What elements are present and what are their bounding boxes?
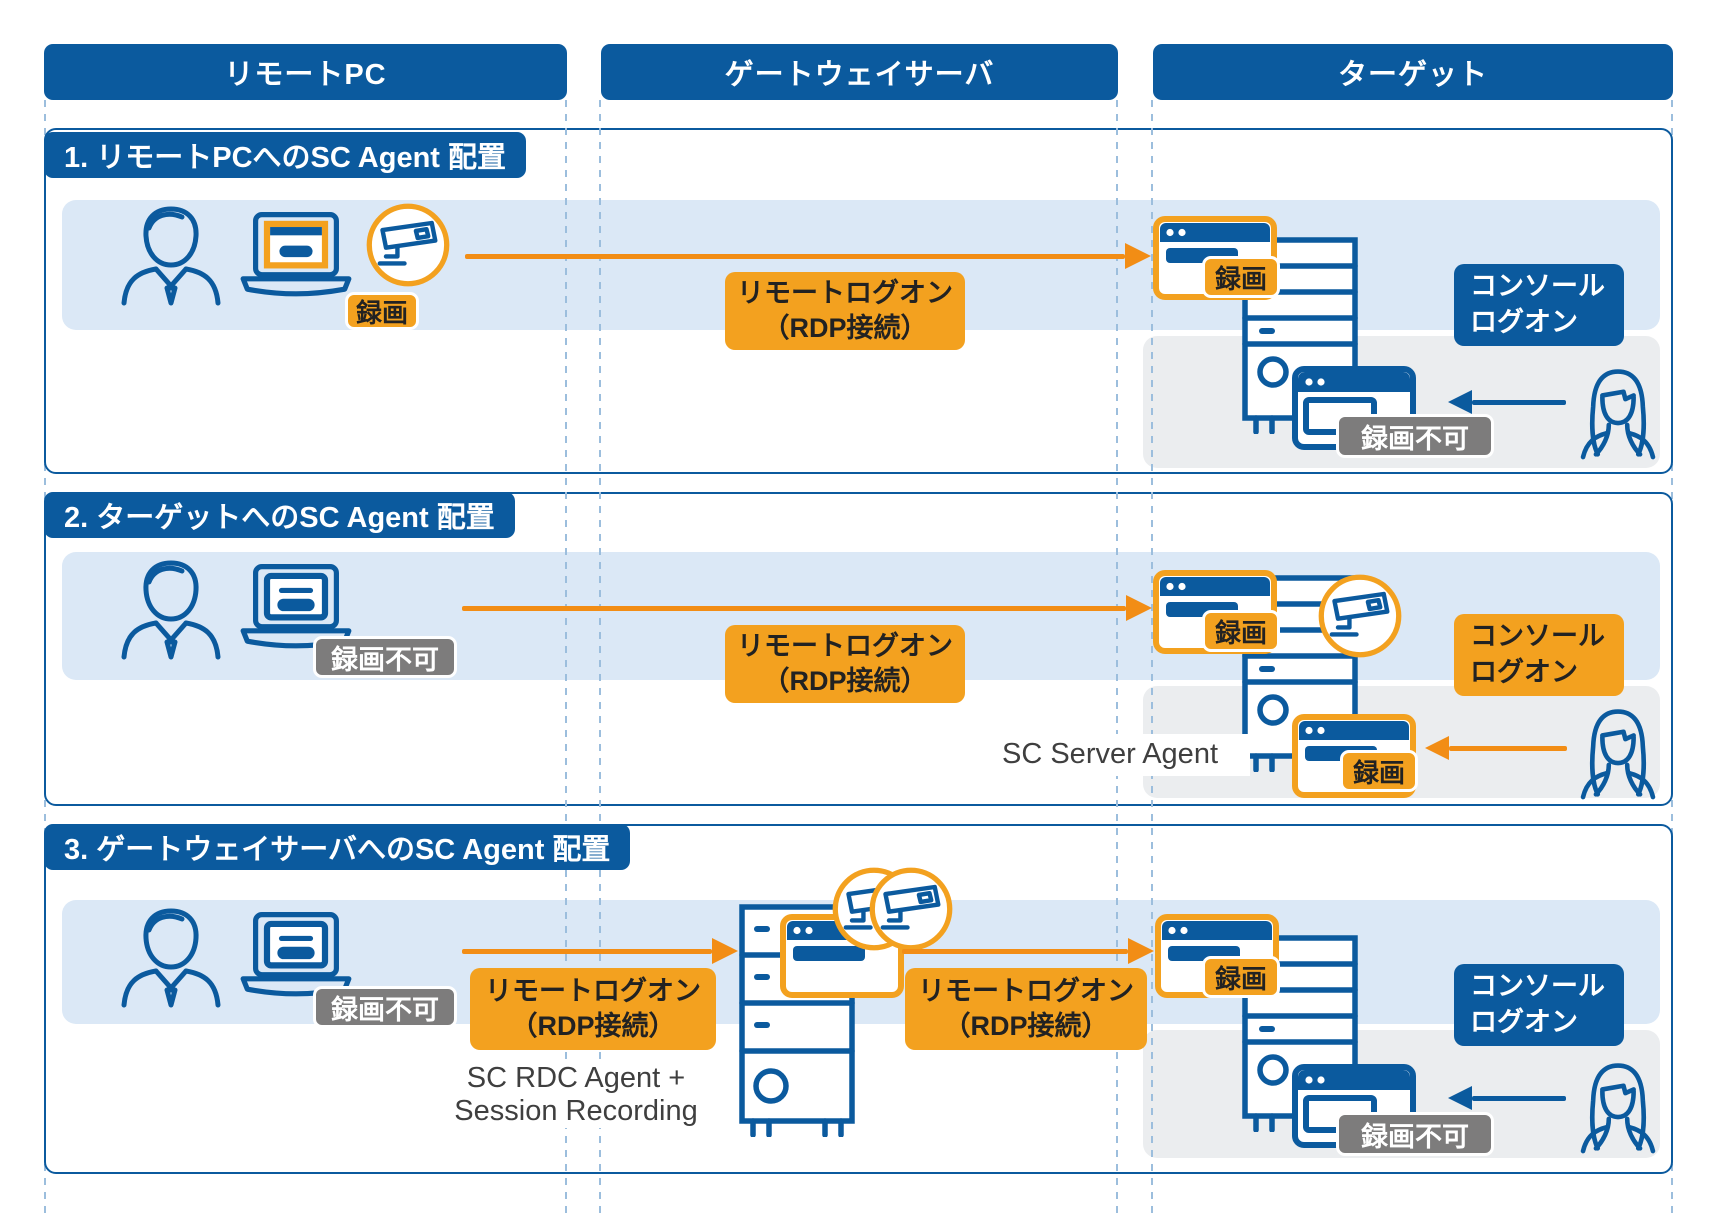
console-logon-arrow bbox=[1425, 735, 1567, 761]
console-logon-label: コンソール ログオン bbox=[1454, 264, 1624, 346]
console-logon-line1: コンソール bbox=[1470, 971, 1605, 1002]
no-recording-badge: 録画不可 bbox=[1336, 414, 1494, 458]
rdp-connection-arrow bbox=[462, 595, 1152, 621]
remote-logon-label: リモートログオン （RDP接続） bbox=[905, 968, 1147, 1050]
remote-logon-line1: リモートログオン bbox=[737, 277, 953, 308]
console-user-icon bbox=[1572, 360, 1664, 464]
rdp-connection-arrow bbox=[465, 243, 1151, 269]
sc-rdc-agent-line1: SC RDC Agent + bbox=[466, 1061, 686, 1094]
column-header-target: ターゲット bbox=[1153, 44, 1673, 100]
remote-user-icon bbox=[115, 202, 227, 306]
column-guideline bbox=[1116, 100, 1118, 1214]
remote-user-icon bbox=[115, 556, 227, 660]
console-user-icon bbox=[1572, 702, 1664, 802]
section-1-title: 1. リモートPCへのSC Agent 配置 bbox=[44, 132, 527, 178]
console-logon-line2: ログオン bbox=[1470, 657, 1578, 687]
remote-logon-line1: リモートログオン bbox=[918, 975, 1134, 1006]
remote-logon-label: リモートログオン （RDP接続） bbox=[725, 625, 965, 703]
remote-logon-label: リモートログオン （RDP接続） bbox=[470, 968, 716, 1050]
console-logon-line2: ログオン bbox=[1470, 1007, 1578, 1037]
column-guideline bbox=[1151, 100, 1153, 1214]
console-logon-arrow bbox=[1448, 1085, 1566, 1111]
console-logon-line1: コンソール bbox=[1470, 621, 1605, 652]
no-recording-badge: 録画不可 bbox=[1336, 1112, 1494, 1156]
recording-badge: 録画 bbox=[1202, 610, 1280, 652]
remote-logon-line2: （RDP接続） bbox=[943, 1011, 1109, 1041]
console-logon-label: コンソール ログオン bbox=[1454, 614, 1624, 696]
section-3-title: 3. ゲートウェイサーバへのSC Agent 配置 bbox=[44, 824, 631, 870]
recording-badge: 録画 bbox=[1340, 750, 1418, 792]
remote-logon-line2: （RDP接続） bbox=[762, 313, 928, 343]
rdp-connection-arrow bbox=[462, 938, 738, 964]
recording-camera-icon bbox=[364, 201, 452, 289]
sc-rdc-agent-label: SC RDC Agent + Session Recording bbox=[428, 1062, 724, 1128]
console-logon-arrow bbox=[1448, 389, 1566, 415]
console-logon-line1: コンソール bbox=[1470, 271, 1605, 302]
recording-badge: 録画 bbox=[345, 292, 419, 330]
section-2-title: 2. ターゲットへのSC Agent 配置 bbox=[44, 492, 515, 538]
recording-badge: 録画 bbox=[1202, 256, 1280, 298]
remote-logon-label: リモートログオン （RDP接続） bbox=[725, 272, 965, 350]
remote-logon-line2: （RDP接続） bbox=[510, 1011, 676, 1041]
sc-rdc-agent-line2: Session Recording bbox=[454, 1095, 698, 1127]
console-user-icon bbox=[1572, 1054, 1664, 1158]
remote-pc-laptop-icon bbox=[238, 210, 354, 300]
recording-camera-icon bbox=[1316, 572, 1404, 660]
column-guideline bbox=[599, 100, 601, 1214]
rdp-connection-arrow bbox=[902, 938, 1154, 964]
column-guideline bbox=[565, 100, 567, 1214]
console-logon-line2: ログオン bbox=[1470, 307, 1578, 337]
remote-logon-line2: （RDP接続） bbox=[762, 666, 928, 696]
console-logon-label: コンソール ログオン bbox=[1454, 964, 1624, 1046]
sc-server-agent-label: SC Server Agent bbox=[970, 734, 1250, 776]
recording-badge: 録画 bbox=[1202, 956, 1280, 998]
column-header-gateway-server: ゲートウェイサーバ bbox=[601, 44, 1118, 100]
no-recording-badge: 録画不可 bbox=[313, 986, 457, 1028]
remote-user-icon bbox=[115, 904, 227, 1008]
remote-logon-line1: リモートログオン bbox=[737, 630, 953, 661]
remote-logon-line1: リモートログオン bbox=[485, 975, 701, 1006]
column-header-remote-pc: リモートPC bbox=[44, 44, 567, 100]
no-recording-badge: 録画不可 bbox=[313, 636, 457, 678]
